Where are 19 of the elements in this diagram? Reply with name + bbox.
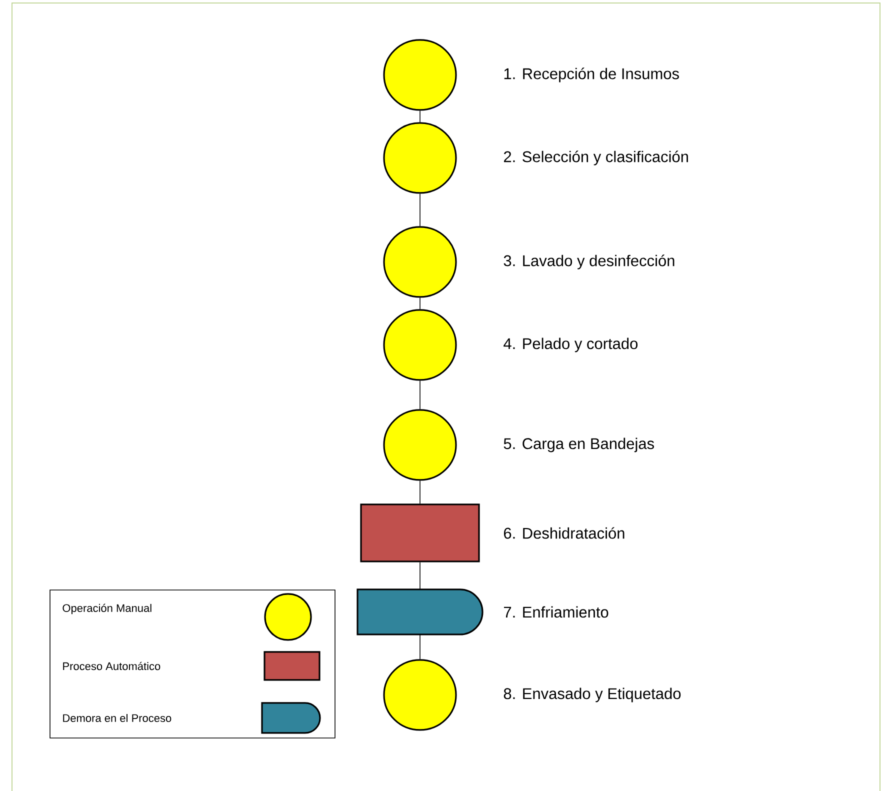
operation-circle	[383, 659, 457, 731]
legend-label: Operación Manual	[62, 604, 152, 614]
operation-circle	[383, 39, 457, 111]
step-label: 4. Pelado y cortado	[504, 338, 638, 352]
step-label: 6. Deshidratación	[504, 527, 624, 539]
operation-circle	[383, 309, 457, 381]
process-rectangle	[360, 504, 480, 562]
operation-circle	[383, 226, 457, 298]
operation-circle	[383, 122, 457, 194]
step-label: 7. Enfriamiento	[504, 606, 608, 618]
step-label: 1. Recepción de Insumos	[504, 68, 679, 82]
operation-circle	[383, 409, 457, 481]
step-label: 5. Carga en Bandejas	[504, 438, 654, 452]
delay-shape	[356, 588, 484, 636]
step-label: 8. Envasado y Etiquetado	[504, 688, 681, 702]
step-label: 3. Lavado y desinfección	[504, 254, 674, 270]
legend-label: Demora en el Proceso	[63, 714, 172, 722]
step-label: 2. Selección y clasificación	[504, 150, 688, 166]
legend-label: Proceso Automático	[63, 662, 160, 670]
